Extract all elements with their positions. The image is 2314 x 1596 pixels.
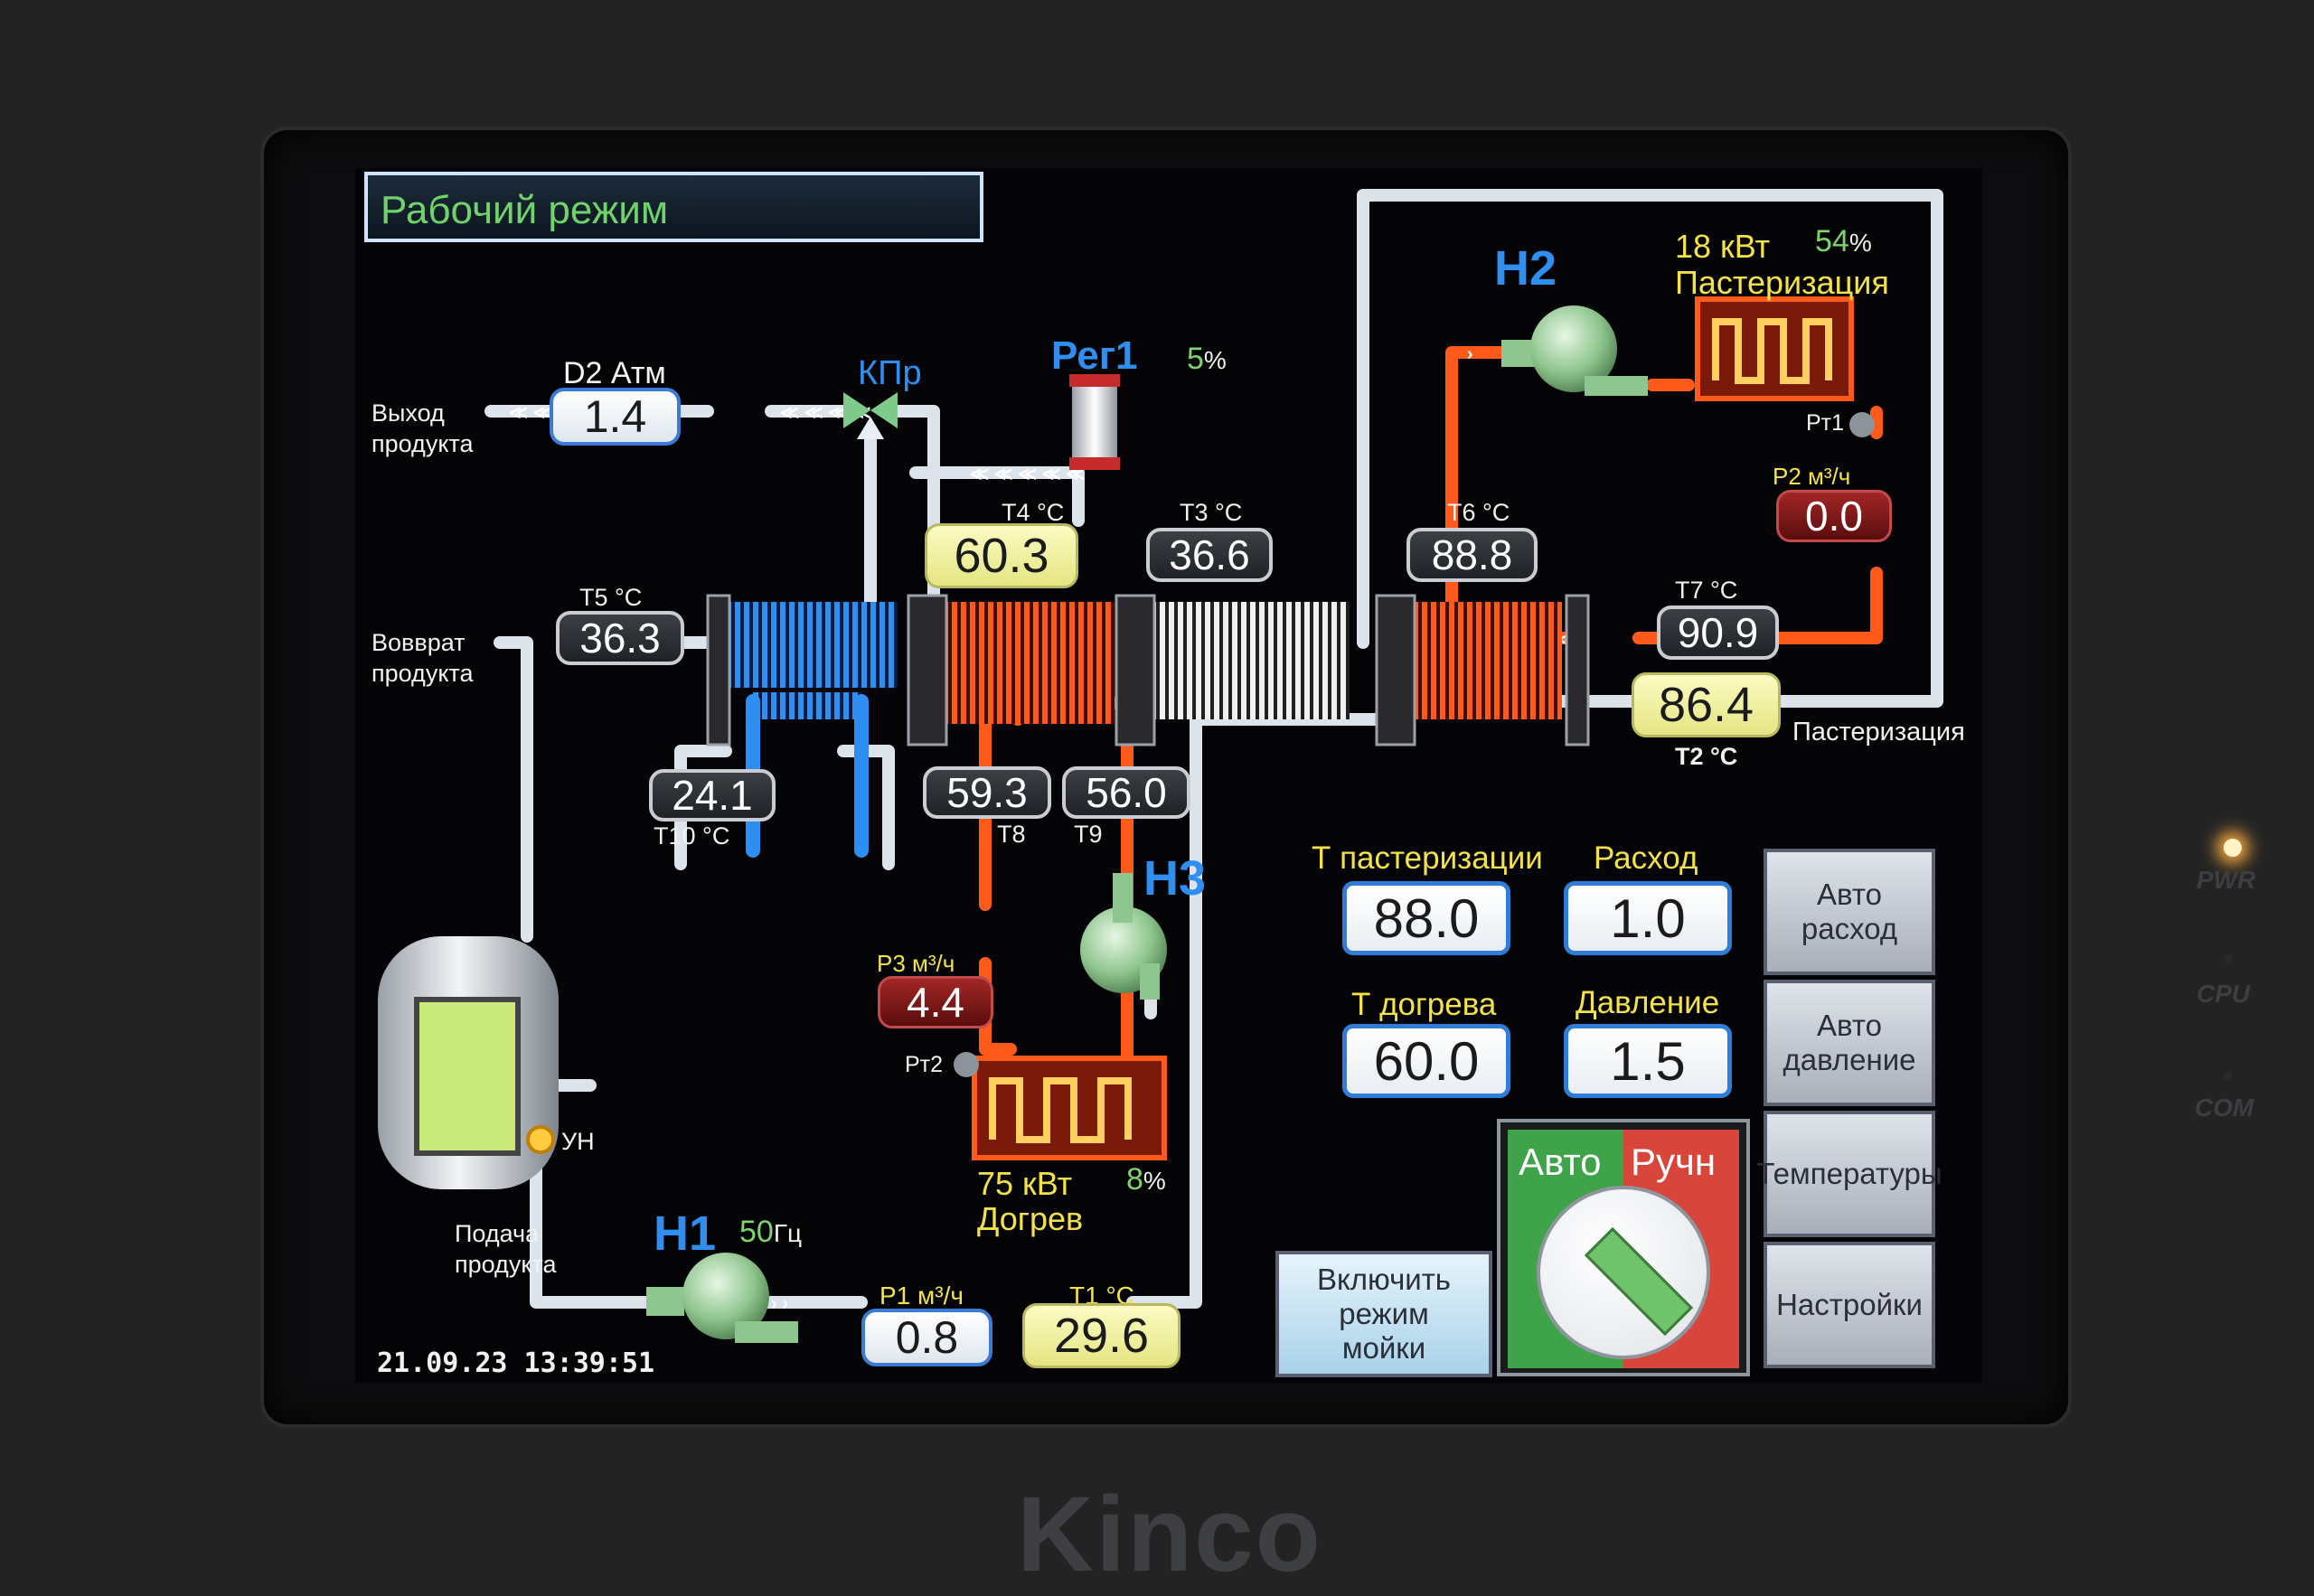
hx-pasteur-section [1395, 602, 1562, 719]
t10-value: 24.1 [649, 769, 776, 821]
setpoint-pressure-input[interactable]: 1.5 [1564, 1024, 1732, 1098]
page-title: Рабочий режим [381, 188, 669, 232]
valve-kpr[interactable] [843, 392, 898, 439]
hx-regen-section [1151, 602, 1350, 719]
regulator-reg1[interactable] [1069, 374, 1120, 470]
mode-switch[interactable]: Авто Ручн [1497, 1119, 1750, 1376]
cpu-label: CPU [2196, 980, 2251, 1008]
datetime: 21.09.23 13:39:51 [377, 1347, 655, 1379]
t3-label: T3 °C [1180, 499, 1243, 526]
p2-value: 0.0 [1776, 490, 1892, 542]
heater-reheat[interactable] [972, 1056, 1167, 1160]
mode-manual-label: Ручн [1631, 1141, 1717, 1183]
cpu-led [2224, 954, 2233, 963]
d2-label: D2 Атм [563, 356, 666, 390]
setpoint-t-pasteur-input[interactable]: 88.0 [1342, 881, 1510, 955]
temperatures-button[interactable]: Температуры [1756, 1111, 1942, 1237]
t9-value: 56.0 [1062, 766, 1190, 819]
setpoint-flow-input[interactable]: 1.0 [1564, 881, 1732, 955]
t8-label: T8 [997, 821, 1026, 848]
auto-flow-button[interactable]: Авто расход [1764, 849, 1935, 975]
knob-pointer-icon [1584, 1226, 1694, 1337]
svg-text:› ›: › › [771, 1294, 788, 1314]
t10-label: T10 °C [654, 822, 730, 850]
heater-pasteurization[interactable] [1695, 296, 1854, 401]
settings-button[interactable]: Настройки [1764, 1242, 1935, 1368]
svg-text:≪ ≪: ≪ ≪ [509, 403, 551, 423]
hmi-screen: ≪ ≪≪ ≪ ≪ ≪ ≪ ≪ ≪ ≪ ≪ ≪ ≪ ≪ ≪ › › › › › ›… [355, 168, 1982, 1384]
tank-level-label: УН [561, 1128, 595, 1155]
t9-label: T9 [1074, 821, 1103, 848]
setpoint-t-reheat-label: Т догрева [1351, 987, 1497, 1022]
setpoint-t-pasteur-label: Т пастеризации [1312, 840, 1543, 876]
pump-h3[interactable] [1080, 873, 1167, 1000]
rt2-label: Рт2 [905, 1052, 944, 1077]
svg-text:≪ ≪ ≪ ≪ ≪: ≪ ≪ ≪ ≪ ≪ [970, 465, 1085, 484]
product-tank[interactable] [378, 936, 559, 1189]
com-led [2224, 1072, 2233, 1081]
rt1-sensor [1849, 412, 1875, 437]
heater-reheat-pct: 8% [1126, 1162, 1166, 1197]
hx-reheat-section [925, 602, 1115, 724]
valve-kpr-label: КПр [858, 354, 922, 392]
rt1-label: Рт1 [1806, 410, 1845, 436]
setpoint-pressure-label: Давление [1576, 985, 1720, 1020]
t4-label: T4 °C [1002, 499, 1065, 526]
t6-label: T6 °C [1447, 499, 1510, 526]
pwr-label: PWR [2196, 866, 2256, 894]
heater-pasteur-pct: 54% [1815, 224, 1872, 258]
t1-value: 29.6 [1022, 1303, 1181, 1368]
heater-pasteur-power: 18 кВт [1675, 228, 1771, 265]
p3-value: 4.4 [878, 976, 993, 1028]
regulator-reg1-label: Рег1 [1051, 333, 1138, 378]
pasteurization-side-label: Пастеризация [1792, 718, 1965, 746]
heater-pasteur-name: Пастеризация [1675, 264, 1889, 301]
p2-label: P2 м³/ч [1773, 463, 1851, 490]
pump-h2-label: Н2 [1494, 241, 1557, 296]
pump-h1-freq: 50Гц [739, 1215, 803, 1249]
regulator-reg1-pct: 5% [1187, 342, 1227, 376]
d2-value: 1.4 [550, 388, 681, 446]
mode-title-bar: Рабочий режим [364, 172, 983, 242]
com-label: COM [2195, 1094, 2254, 1122]
process-diagram: ≪ ≪≪ ≪ ≪ ≪ ≪ ≪ ≪ ≪ ≪ ≪ ≪ ≪ ≪ › › › › › ›… [378, 189, 1943, 1343]
auto-pressure-button[interactable]: Авто давление [1764, 980, 1935, 1106]
hx-end-plates [706, 594, 1590, 746]
hx-cold-section [717, 602, 898, 688]
t2-value: 86.4 [1632, 672, 1781, 737]
p1-value: 0.8 [861, 1309, 992, 1366]
p1-label: P1 м³/ч [880, 1281, 964, 1310]
setpoint-flow-label: Расход [1594, 840, 1698, 876]
heater-reheat-power: 75 кВт [977, 1165, 1073, 1202]
t7-label: T7 °C [1675, 577, 1738, 604]
pump-h1[interactable] [646, 1253, 798, 1343]
rt2-sensor [954, 1052, 979, 1077]
t7-value: 90.9 [1657, 606, 1779, 660]
mode-knob[interactable] [1537, 1186, 1710, 1359]
hx-cold-lower [753, 692, 861, 719]
pwr-led [2224, 839, 2242, 857]
t2-label: T2 °C [1675, 743, 1738, 770]
wash-mode-button[interactable]: Включить режим мойки [1275, 1251, 1492, 1377]
mode-auto-label: Авто [1519, 1141, 1602, 1183]
t4-value: 60.3 [925, 523, 1078, 588]
brand-logo: Kinco [1017, 1475, 1322, 1594]
t3-value: 36.6 [1146, 528, 1273, 582]
heater-reheat-name: Догрев [977, 1200, 1084, 1237]
setpoint-t-reheat-input[interactable]: 60.0 [1342, 1024, 1510, 1098]
pump-h3-label: Н3 [1143, 851, 1207, 906]
svg-text:›: › [1467, 344, 1473, 364]
t5-value: 36.3 [556, 611, 684, 665]
p3-label: P3 м³/ч [877, 950, 955, 977]
pump-h2[interactable] [1501, 305, 1648, 396]
t6-value: 88.8 [1406, 528, 1538, 582]
pump-h1-label: Н1 [654, 1206, 717, 1261]
t8-value: 59.3 [923, 766, 1051, 819]
t5-label: T5 °C [579, 584, 643, 611]
